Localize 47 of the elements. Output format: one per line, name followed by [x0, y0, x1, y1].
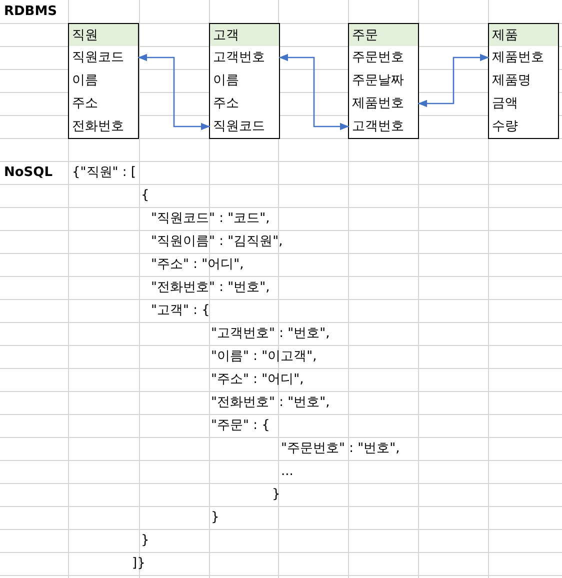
entity-table [209, 23, 280, 139]
code-line: "이름" : "이고객", [211, 348, 317, 366]
code-line: "직원코드" : "코드", [151, 210, 270, 228]
field-name: 제품명 [489, 69, 558, 92]
field-name: 수량 [489, 115, 558, 138]
field-name: 전화번호 [69, 115, 138, 138]
field-name: 주문번호 [349, 46, 418, 69]
code-line: {"직원" : [ [72, 164, 136, 182]
code-line: "전화번호" : "번호", [151, 279, 270, 297]
code-line: ... [281, 463, 294, 481]
field-name: 이름 [210, 69, 279, 92]
code-line: } [211, 509, 220, 527]
code-line: "전화번호" : "번호", [211, 394, 330, 412]
entity-table [68, 23, 139, 139]
field-name: 주소 [210, 92, 279, 115]
field-name: 금액 [489, 92, 558, 115]
arrow [279, 54, 349, 130]
field-name: 제품번호 [349, 92, 418, 115]
field-name: 직원코드 [210, 115, 279, 138]
table-title: 주문 [351, 27, 379, 45]
field-name: 이름 [69, 69, 138, 92]
field-name: 고객번호 [210, 46, 279, 69]
code-line: "고객" : { [151, 302, 210, 320]
field-name: 직원코드 [69, 46, 138, 69]
code-line: ]} [132, 555, 146, 573]
entity-table [348, 23, 419, 139]
section-label: NoSQL [4, 164, 53, 182]
code-line: } [141, 532, 150, 550]
code-line: } [272, 486, 280, 504]
code-line: { [141, 187, 150, 205]
arrow [418, 54, 489, 108]
code-line: "주문번호" : "번호", [281, 440, 400, 458]
table-title: 제품 [491, 27, 519, 45]
code-line: "주소" : "어디", [151, 256, 244, 274]
field-name: 고객번호 [349, 115, 418, 138]
code-line: "고객번호" : "번호", [211, 325, 330, 343]
table-title: 직원 [71, 27, 99, 45]
field-name: 제품번호 [489, 46, 558, 69]
code-line: "주문" : { [211, 417, 270, 435]
entity-table [488, 23, 559, 139]
section-label: RDBMS [4, 3, 58, 21]
field-name: 주문날짜 [349, 69, 418, 92]
code-line: "주소" : "어디", [211, 371, 304, 389]
arrow [138, 54, 210, 130]
table-title: 고객 [212, 27, 240, 45]
field-name: 주소 [69, 92, 138, 115]
code-line: "직원이름" : "김직원", [151, 233, 283, 251]
